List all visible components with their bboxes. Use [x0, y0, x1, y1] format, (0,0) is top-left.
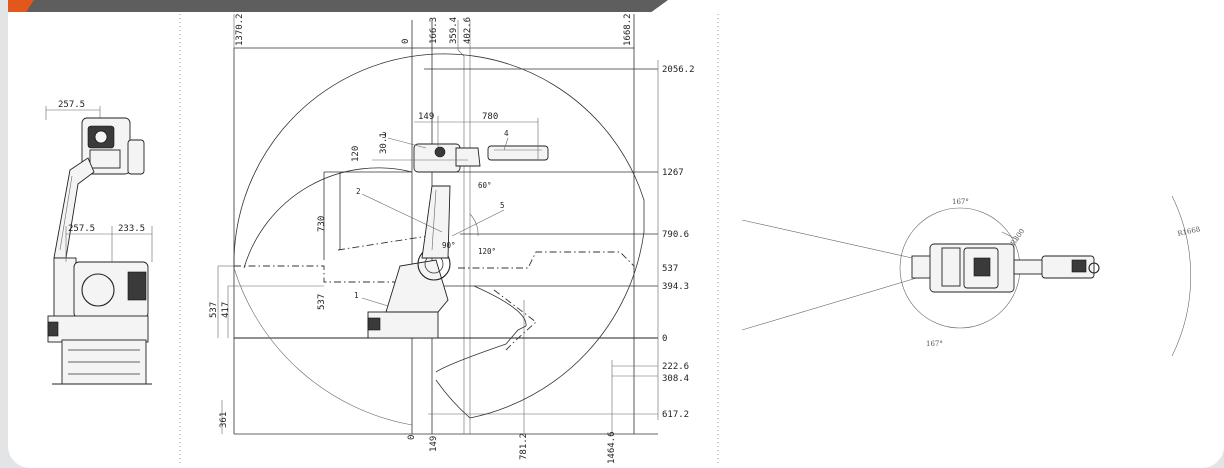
header-accent [8, 0, 34, 12]
dim-222-6: 222.6 [662, 362, 689, 372]
dim-537-right: 537 [662, 264, 678, 274]
side-dim-mid-left: 257.5 [68, 224, 95, 234]
callout-3: 3 [382, 131, 387, 140]
top-view: 167° 167° R300 R1668 [741, 195, 1201, 357]
angle-upper-167: 167° [952, 198, 969, 206]
angle-90: 90° [442, 241, 456, 250]
dim-arm-149: 149 [418, 112, 434, 122]
dim-730: 730 [317, 216, 327, 232]
callout-2: 2 [356, 187, 361, 196]
dim-bottom-149: 149 [429, 436, 439, 452]
dim-781-2: 781.2 [519, 433, 529, 460]
workspace-view: 1370.2 537 417 361 120 30.1 730 537 0 16… [209, 13, 695, 464]
radius-r1668: R1668 [1177, 225, 1201, 238]
dim-120: 120 [351, 146, 361, 162]
header-band [8, 0, 668, 12]
technical-drawing: 257.5 257.5 [45, 13, 1201, 466]
dim-417: 417 [221, 302, 231, 318]
dim-30-1: 30.1 [379, 132, 389, 154]
dim-790-6: 790.6 [662, 230, 689, 240]
side-view: 257.5 257.5 [45, 100, 153, 385]
dim-right-0: 0 [662, 334, 667, 344]
dim-537-inner: 537 [317, 294, 327, 310]
dim-1464-6: 1464.6 [607, 431, 617, 464]
radius-r300: R300 [1009, 227, 1026, 247]
side-dim-mid-right: 233.5 [118, 224, 145, 234]
callout-5: 5 [500, 201, 505, 210]
dim-394-3: 394.3 [662, 282, 689, 292]
dim-top-0: 0 [401, 39, 411, 44]
dim-2056-2: 2056.2 [662, 65, 695, 75]
dim-308-4: 308.4 [662, 374, 689, 384]
dim-1370-2: 1370.2 [235, 13, 245, 46]
dim-1668-2: 1668.2 [623, 13, 633, 46]
dim-361: 361 [219, 412, 229, 428]
side-dim-top: 257.5 [58, 100, 85, 110]
callout-1: 1 [354, 291, 359, 300]
diagram-card: 257.5 257.5 [8, 0, 1224, 468]
dim-780: 780 [482, 112, 498, 122]
angle-lower-167: 167° [926, 340, 943, 348]
dim-359-4: 359.4 [449, 17, 459, 44]
dim-166-3: 166.3 [429, 17, 439, 44]
dim-bottom-0: 0 [407, 435, 417, 440]
angle-60: 60° [478, 181, 492, 190]
callout-4: 4 [504, 129, 509, 138]
dim-537-left: 537 [209, 302, 219, 318]
dim-617-2: 617.2 [662, 410, 689, 420]
dim-402-6: 402.6 [463, 17, 473, 44]
angle-120: 120° [478, 247, 496, 256]
dim-1267: 1267 [662, 168, 684, 178]
